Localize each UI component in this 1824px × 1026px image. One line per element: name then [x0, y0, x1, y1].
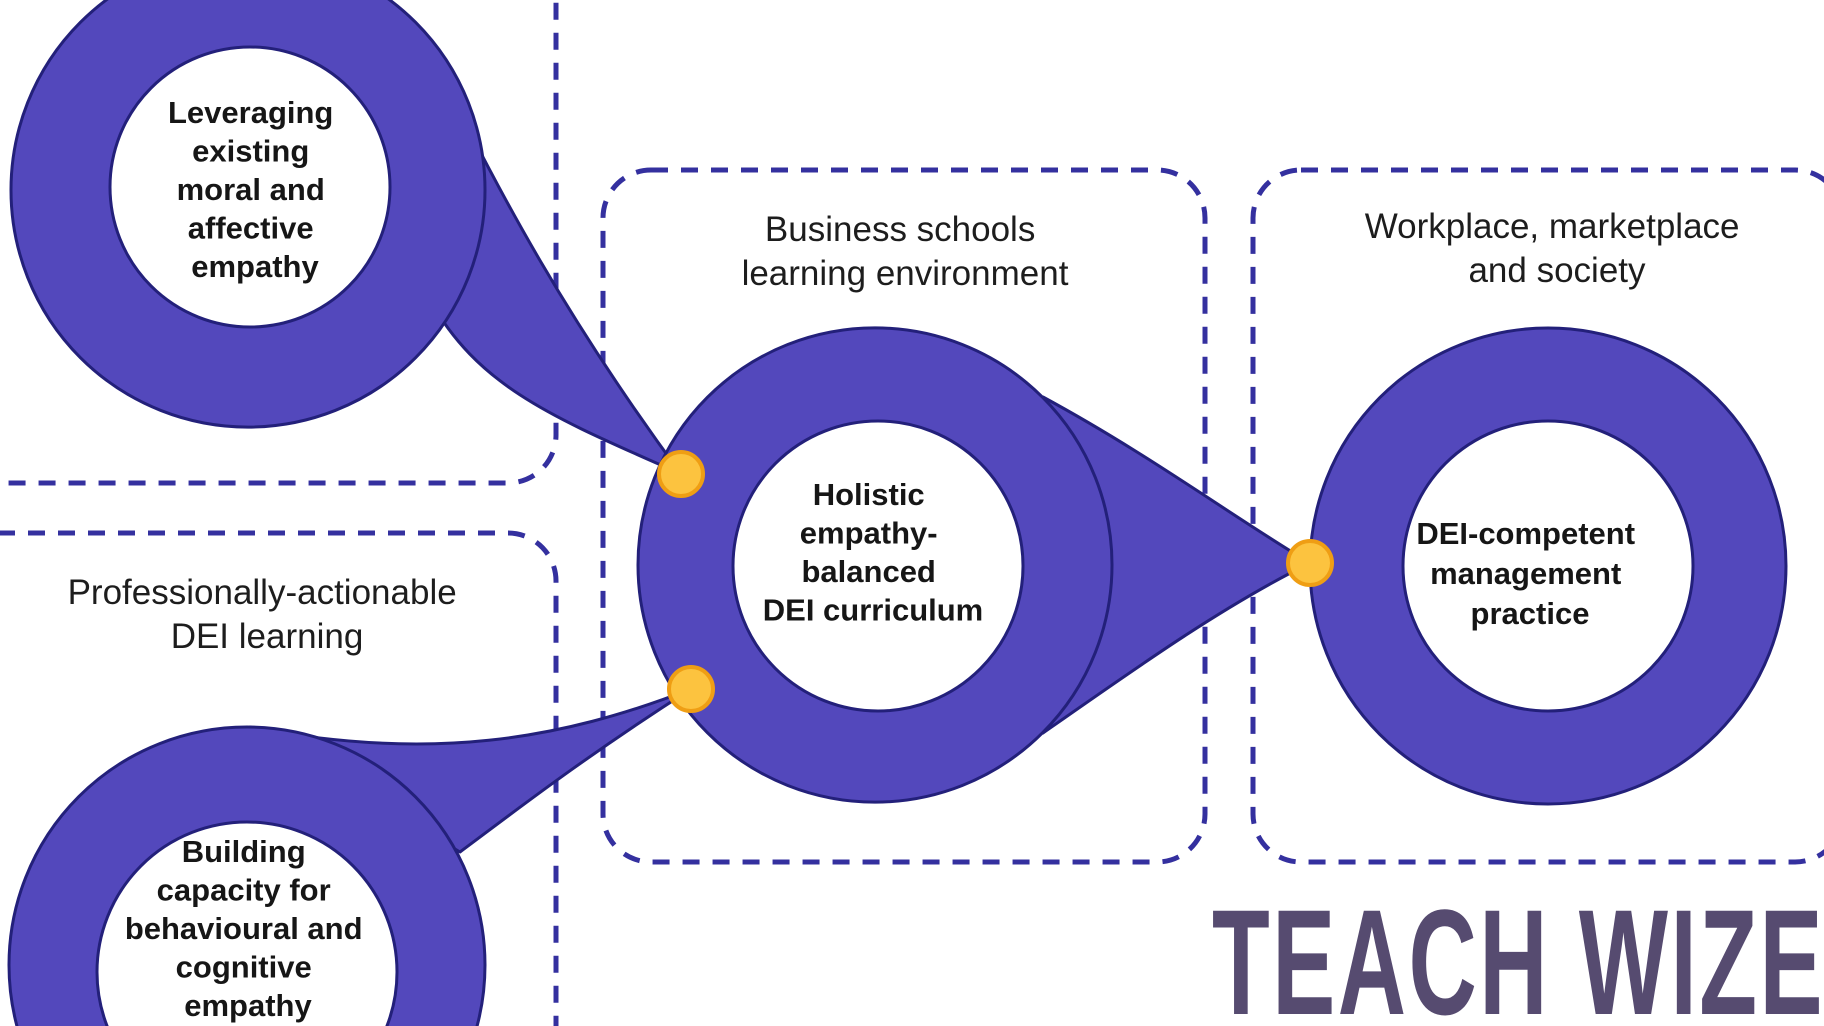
zone-label-workplace: Workplace, marketplace and society [1365, 207, 1750, 290]
brand-logo-text: TEACH WIZE [1212, 879, 1824, 1026]
ring-shape [1308, 326, 1788, 806]
zone-box-workplace [1250, 167, 1824, 865]
zone-label-business-schools: Business schools learning environment [742, 210, 1069, 293]
node-label-building: Building capacity for behavioural and co… [125, 834, 371, 1023]
connector-dot-bottom [667, 665, 715, 713]
connector-dot-right [1286, 539, 1334, 587]
brand-logo: TEACH WIZE [1212, 879, 1824, 1026]
zone-box-professionally-actionable [0, 530, 559, 1026]
node-label-leveraging: Leveraging existing moral and affective … [168, 95, 342, 284]
ring-shape [9, 0, 487, 429]
node-holistic-curriculum: Holistic empathy- balanced DEI curriculu… [636, 326, 1312, 804]
node-dei-competent: DEI-competent management practice [1308, 326, 1788, 806]
connector-dots [657, 450, 1334, 713]
ring-shape [636, 326, 1114, 804]
ring-shape [7, 725, 487, 1026]
connector-dot-top [657, 450, 705, 498]
zone-label-professionally-actionable: Professionally-actionable DEI learning [68, 573, 467, 656]
node-label-holistic: Holistic empathy- balanced DEI curriculu… [763, 477, 984, 628]
node-building-capacity: Building capacity for behavioural and co… [7, 687, 693, 1026]
node-leveraging-empathy: Leveraging existing moral and affective … [9, 0, 683, 476]
node-label-dei-competent: DEI-competent management practice [1416, 516, 1643, 631]
